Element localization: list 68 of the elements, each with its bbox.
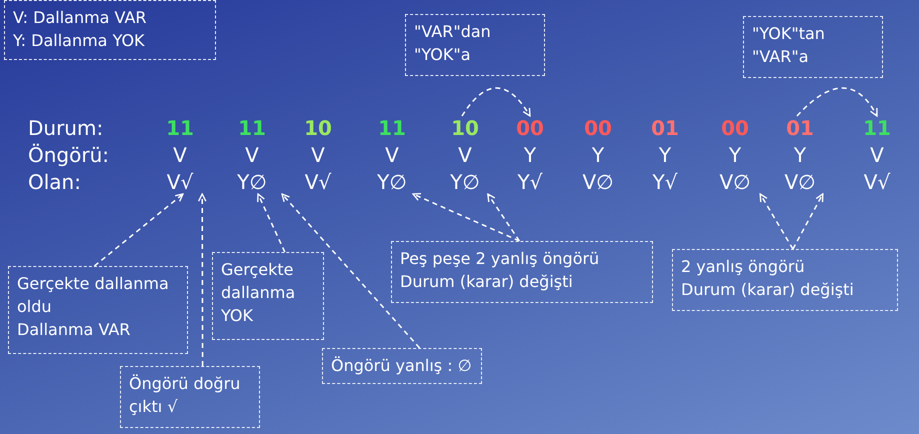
arrow (461, 87, 531, 117)
row-header: Olan: (28, 170, 81, 194)
callout-box (120, 366, 260, 428)
callout-text: Durum (karar) değişti (400, 271, 574, 293)
callout-text: Öngörü yanlış : ∅ (331, 355, 473, 377)
arrow (94, 193, 184, 267)
arrow (412, 192, 520, 242)
callout-box (8, 266, 188, 354)
prediction-letter: Y (705, 143, 765, 167)
state-bits: 01 (635, 116, 695, 140)
arrow (792, 193, 824, 250)
callout-text: 2 yanlış öngörü (681, 256, 806, 278)
legend-box (4, 0, 216, 60)
legend-text: V: Dallanma VAR (13, 7, 148, 29)
prediction-letter: Y (635, 143, 695, 167)
callout-text: Durum (karar) değişti (681, 279, 855, 301)
callout-box (322, 348, 482, 384)
callout-text: Dallanma VAR (17, 319, 132, 341)
prediction-letter: V (150, 143, 210, 167)
arrow (487, 193, 520, 242)
arrow (281, 193, 420, 348)
outcome-text: Y∅ (362, 170, 422, 194)
callout-box (405, 14, 545, 76)
prediction-letter: Y (568, 143, 628, 167)
outcome-text: Y∅ (222, 170, 282, 194)
prediction-letter: V (362, 143, 422, 167)
state-bits: 00 (500, 116, 560, 140)
row-header: Öngörü: (28, 143, 109, 167)
state-bits: 10 (288, 116, 348, 140)
legend-text: Y: Dallanma YOK (13, 30, 146, 52)
outcome-text: V∅ (705, 170, 765, 194)
arrow (760, 193, 794, 250)
outcome-text: V√ (847, 170, 907, 194)
callout-text: "YOK"tan "VAR"a (752, 23, 826, 68)
state-bits: 10 (435, 116, 495, 140)
state-bits: 11 (847, 116, 907, 140)
callout-text: Gerçekte dallanma YOK (221, 259, 296, 327)
callout-box (391, 241, 653, 303)
outcome-text: Y√ (635, 170, 695, 194)
callout-text: Peş peşe 2 yanlış öngörü (400, 248, 600, 270)
callout-text: Öngörü doğru çıktı √ (129, 373, 242, 418)
prediction-letter: V (288, 143, 348, 167)
outcome-text: V∅ (568, 170, 628, 194)
outcome-text: V∅ (770, 170, 830, 194)
arrow (198, 193, 206, 366)
state-bits: 01 (770, 116, 830, 140)
outcome-text: Y∅ (435, 170, 495, 194)
arrow (796, 87, 878, 117)
callout-text: Gerçekte dallanma oldu (17, 273, 170, 318)
prediction-letter: Y (770, 143, 830, 167)
outcome-text: V√ (288, 170, 348, 194)
outcome-text: Y√ (500, 170, 560, 194)
state-bits: 11 (362, 116, 422, 140)
callout-box (212, 252, 324, 340)
state-bits: 00 (568, 116, 628, 140)
prediction-letter: V (435, 143, 495, 167)
arrow (257, 193, 286, 252)
prediction-letter: Y (500, 143, 560, 167)
state-bits: 11 (150, 116, 210, 140)
prediction-letter: V (847, 143, 907, 167)
state-bits: 00 (705, 116, 765, 140)
callout-text: "VAR"dan "YOK"a (414, 21, 492, 66)
state-bits: 11 (222, 116, 282, 140)
outcome-text: V√ (150, 170, 210, 194)
prediction-letter: V (222, 143, 282, 167)
callout-box (672, 249, 898, 311)
row-header: Durum: (28, 116, 104, 140)
callout-box (743, 16, 883, 78)
